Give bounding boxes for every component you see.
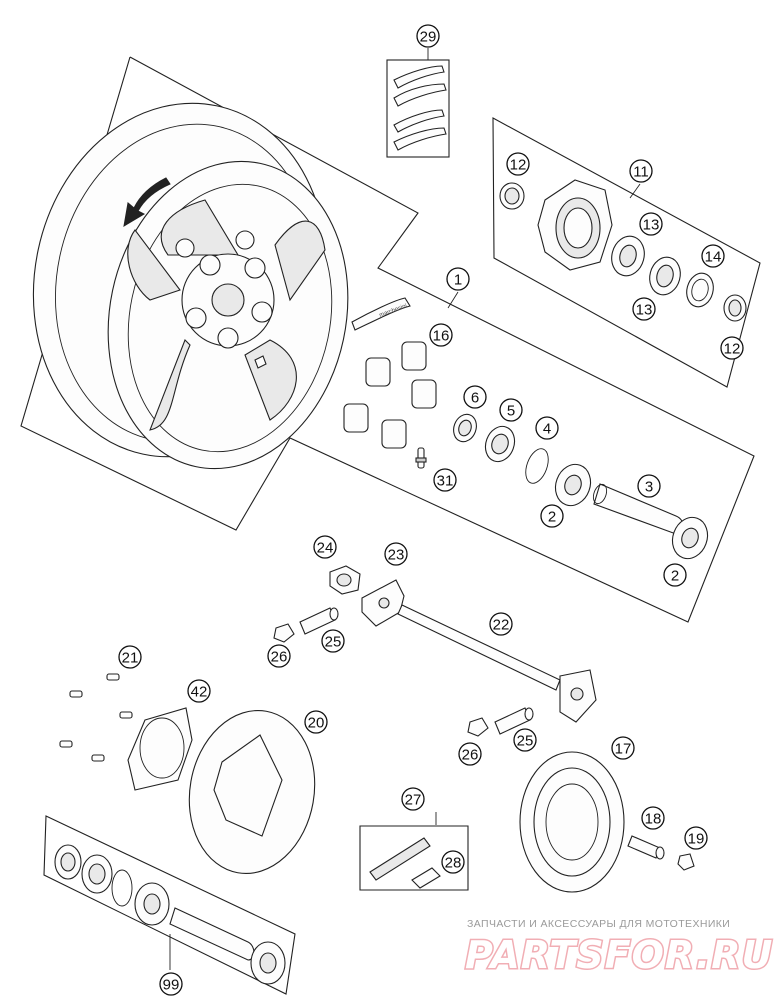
callout-99: 99	[159, 972, 183, 996]
callout-17-text: 17	[615, 741, 632, 758]
callout-31: 31	[433, 468, 457, 492]
callout-2b: 2	[663, 563, 687, 587]
callout-14-text: 14	[705, 249, 722, 266]
callout-12a: 12	[506, 152, 530, 176]
callout-42-text: 42	[191, 684, 208, 701]
callout-16: 16	[429, 323, 453, 347]
callout-4: 4	[535, 416, 559, 440]
callout-20-text: 20	[308, 715, 325, 732]
rotation-arrow-icon	[123, 177, 171, 227]
callout-24: 24	[313, 535, 337, 559]
callout-12a-text: 12	[510, 157, 527, 174]
bearing-kit-box	[43, 815, 296, 995]
callout-29-text: 29	[420, 29, 437, 46]
callout-17: 17	[611, 736, 635, 760]
callout-23-text: 23	[388, 547, 405, 564]
callout-1-text: 1	[454, 272, 462, 289]
callout-42: 42	[187, 679, 211, 703]
callout-21: 21	[118, 645, 142, 669]
callout-26a-text: 26	[271, 649, 288, 666]
callout-2a: 2	[540, 504, 564, 528]
callout-6-text: 6	[471, 390, 479, 407]
callout-31-text: 31	[437, 473, 454, 490]
valve	[415, 447, 427, 469]
callout-4-text: 4	[543, 421, 551, 438]
callout-14: 14	[701, 244, 725, 268]
rim-decal: marchesini	[351, 297, 411, 331]
callout-13a: 13	[639, 212, 663, 236]
callout-19-text: 19	[688, 831, 705, 848]
callout-99-text: 99	[163, 977, 180, 994]
callout-11: 11	[629, 159, 653, 183]
callout-19: 19	[684, 826, 708, 850]
callout-27: 27	[401, 787, 425, 811]
callout-20: 20	[304, 710, 328, 734]
wheel-assembly-frame	[20, 56, 755, 623]
callout-27-text: 27	[405, 792, 422, 809]
callout-29: 29	[416, 24, 440, 48]
rear-sprocket	[519, 751, 695, 893]
callout-13b-text: 13	[636, 302, 653, 319]
callout-5: 5	[499, 398, 523, 422]
callout-13b: 13	[632, 297, 656, 321]
brake-assembly	[59, 673, 316, 875]
watermark-tagline: ЗАПЧАСТИ И АКСЕССУАРЫ ДЛЯ МОТОТЕХНИКИ	[467, 918, 730, 930]
callout-6: 6	[463, 385, 487, 409]
bearing-row	[453, 413, 709, 560]
callout-16-text: 16	[433, 328, 450, 345]
callout-22: 22	[489, 612, 513, 636]
callout-18-text: 18	[645, 811, 662, 828]
rubber-dampers	[343, 341, 437, 449]
callout-labels: 1 2 2 3 4 5 6 11 12 12 13 13 14 16 17 18…	[118, 24, 744, 996]
callout-26a: 26	[267, 644, 291, 668]
callout-24-text: 24	[317, 540, 334, 557]
callout-5-text: 5	[507, 403, 515, 420]
callout-3: 3	[637, 474, 661, 498]
callout-3-text: 3	[645, 479, 653, 496]
watermark-logo: PARTSFOR.RU	[465, 933, 773, 977]
callout-28-text: 28	[445, 855, 462, 872]
sprocket-carrier-box	[492, 117, 761, 388]
watermark: ЗАПЧАСТИ И АКСЕССУАРЫ ДЛЯ МОТОТЕХНИКИ PA…	[464, 918, 774, 979]
callout-2b-text: 2	[671, 568, 679, 585]
callout-13a-text: 13	[643, 217, 660, 234]
callout-25a-text: 25	[325, 634, 342, 651]
callout-22-text: 22	[493, 617, 510, 634]
callout-18: 18	[641, 806, 665, 830]
callout-11-text: 11	[633, 164, 649, 181]
rear-wheel	[32, 102, 349, 470]
callout-25b-text: 25	[517, 733, 534, 750]
chain-box	[359, 825, 469, 891]
bolts-21	[59, 673, 133, 762]
callout-26b: 26	[458, 742, 482, 766]
callout-1: 1	[446, 267, 470, 291]
callout-12b-text: 12	[724, 341, 741, 358]
callout-26b-text: 26	[462, 747, 479, 764]
callout-28: 28	[441, 850, 465, 874]
callout-21-text: 21	[122, 650, 139, 667]
decal-set-box	[386, 59, 450, 158]
callout-12b: 12	[720, 336, 744, 360]
leader-lines	[169, 48, 641, 970]
callout-2a-text: 2	[548, 509, 556, 526]
callout-25b: 25	[513, 728, 537, 752]
callout-23: 23	[384, 542, 408, 566]
callout-25a: 25	[321, 629, 345, 653]
axle-assembly	[273, 565, 597, 737]
